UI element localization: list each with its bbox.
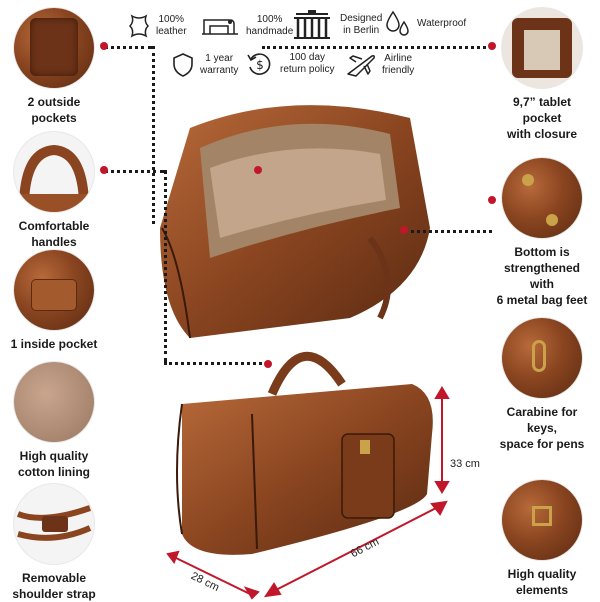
connector-handles-horizontal [164,362,268,365]
feature-tablet-pocket: 9,7” tablet pocket with closure [492,8,592,142]
water-drops-icon [386,10,409,36]
connector-outside-pockets-vertical [152,46,155,224]
inside-pocket-photo [14,250,94,330]
cotton-lining-label: High quality cotton lining [18,449,90,479]
leather-hide-icon [128,14,150,38]
badge-waterproof: Waterproof [385,10,466,38]
outside-pockets-label: 2 outside pockets [27,95,81,125]
feature-outside-pockets: 2 outside pockets [4,8,104,126]
airplane-icon [347,55,375,77]
badge-handmade-text: 100% handmade [246,14,294,37]
connector-metal-feet [404,230,492,233]
inside-pocket-label: 1 inside pocket [10,337,98,351]
shoulder-strap-photo [14,484,94,564]
dimension-height: 33 cm [450,458,480,470]
reddot-bag-bottom [400,226,408,234]
badge-return: $ 100 day return policy [246,50,334,78]
cotton-lining-photo [14,362,94,442]
badge-airline-text: Airline friendly [382,53,415,76]
reddot-handles [100,166,108,174]
sewing-machine-icon [202,19,238,35]
return-money-icon: $ [247,53,271,75]
handles-label: Comfortable handles [18,219,90,249]
connector-outside-pockets [104,46,152,49]
connector-tablet-pocket [262,46,492,49]
badge-warranty: 1 year warranty [172,52,238,78]
badge-leather: 100% leather [128,14,187,38]
badge-leather-text: 100% leather [156,14,187,37]
badge-airline: Airline friendly [346,52,414,78]
brandenburg-gate-icon [294,10,330,39]
shield-icon [173,53,193,77]
quality-elements-label: High quality elements [507,567,577,597]
svg-text:$: $ [256,58,264,72]
reddot-tablet-pocket [488,42,496,50]
tablet-pocket-label: 9,7” tablet pocket with closure [506,95,577,141]
shoulder-strap-label: Removable shoulder strap [12,571,96,601]
connector-handles [104,170,164,173]
badge-waterproof-text: Waterproof [417,18,467,29]
feature-quality-elements: High quality elements [492,480,592,598]
closed-bag-illustration [176,352,433,555]
feature-cotton-lining: High quality cotton lining [4,362,104,480]
outside-pockets-photo [14,8,94,88]
feature-handles: Comfortable handles [4,132,104,250]
badge-berlin: Designed in Berlin [290,10,382,40]
metal-feet-label: Bottom is strengthened with 6 metal bag … [496,245,588,307]
feature-carabine: Carabine for keys, space for pens [492,318,592,452]
badge-handmade: 100% handmade [200,14,293,38]
carabine-photo [502,318,582,398]
badge-berlin-text: Designed in Berlin [340,13,383,36]
reddot-outside-pockets [100,42,108,50]
open-bag-illustration [160,105,430,339]
reddot-bag-handle [264,360,272,368]
carabine-label: Carabine for keys, space for pens [499,405,585,451]
badge-warranty-text: 1 year warranty [200,53,239,76]
metal-feet-photo [502,158,582,238]
feature-shoulder-strap: Removable shoulder strap [4,484,104,602]
badge-return-text: 100 day return policy [280,52,335,75]
feature-inside-pocket: 1 inside pocket [4,250,104,352]
reddot-metal-feet [488,196,496,204]
handles-photo [14,132,94,212]
tablet-pocket-photo [502,8,582,88]
reddot-bag-pocket [254,166,262,174]
quality-elements-photo [502,480,582,560]
feature-metal-feet: Bottom is strengthened with 6 metal bag … [492,158,592,308]
connector-handles-vertical [164,170,167,362]
